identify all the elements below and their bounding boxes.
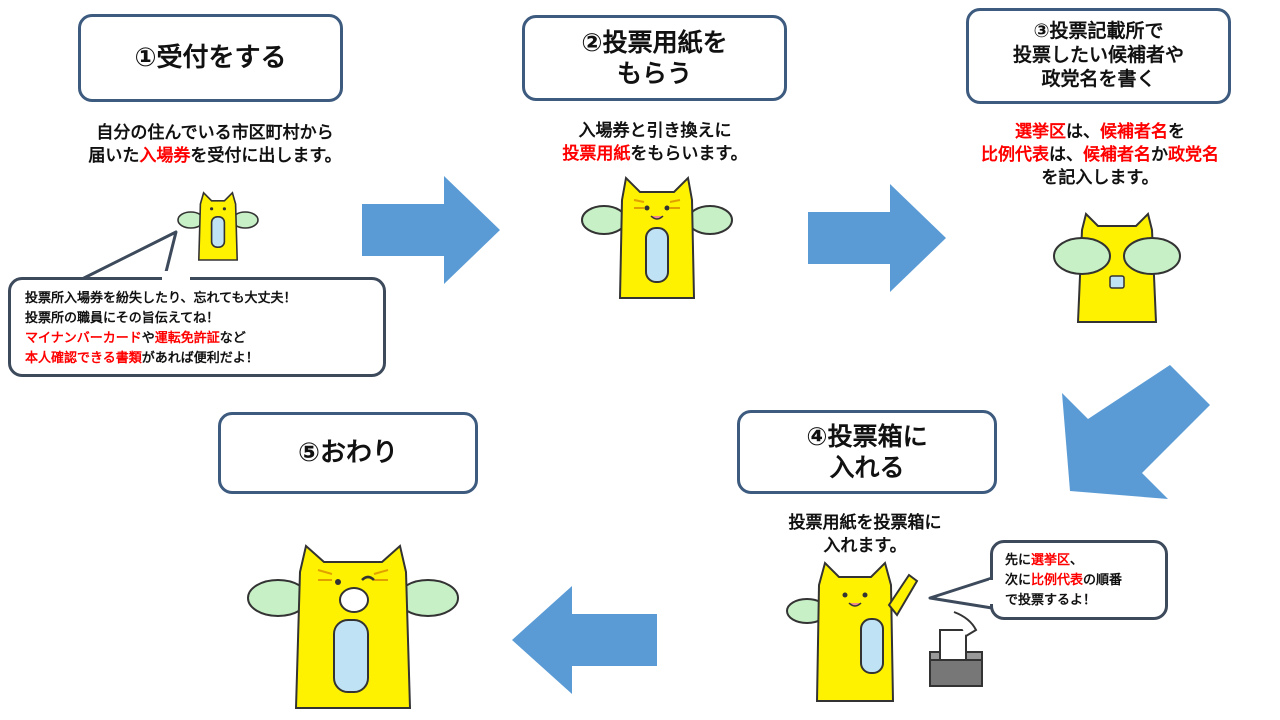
bubble2-l1a: 先に [1005,553,1032,568]
step4-box: ④投票箱に 入れる [737,410,997,494]
mascot-step3-icon [1053,212,1181,323]
mascot-step1-icon [177,191,259,261]
step1-desc-line1: 自分の住んでいる市区町村から [96,123,334,143]
bubble1-tail [79,230,178,282]
mascot-step4-icon [786,561,919,702]
step3-desc-district: 選挙区 [1015,122,1066,142]
bubble2-tail [928,576,993,610]
step4-title-line1: ④投票箱に [806,421,928,451]
step2-desc-line2b: をもらいます。 [630,143,748,164]
step3-desc-l1b: を [1168,122,1185,142]
mascot-step5-icon [247,544,459,709]
step2-box: ②投票用紙を もらう [522,15,787,101]
step3-desc-l1a: は、 [1066,122,1100,142]
step2-title-line2: もらう [616,59,692,88]
arrow-right-1 [362,176,500,284]
bubble1-l4a: があれば便利だよ！ [141,351,259,367]
step1-desc-ticket: 入場券 [139,145,191,166]
step3-desc-candidate: 候補者名 [1100,122,1168,142]
bubble1-line2: 投票所の職員にその旨伝えてね！ [25,311,220,327]
step3-desc-proportional: 比例代表 [981,144,1049,165]
step3-box: ③投票記載所で 投票したい候補者や 政党名を書く [966,8,1231,104]
step5-box: ⑤おわり [218,412,478,494]
step1-desc-line2a: 届いた [88,145,140,166]
step3-title-line3: 政党名を書く [1041,67,1156,90]
step5-title: ⑤おわり [297,437,398,468]
bubble2-l1b: 、 [1070,553,1084,568]
step2-desc-ballot: 投票用紙 [562,143,631,164]
step3-desc-candidate2: 候補者名 [1083,144,1151,165]
bubble2-line3: で投票するよ！ [1005,593,1097,609]
step2-title-line1: ②投票用紙を [581,27,728,57]
step3-description: 選挙区は、候補者名を 比例代表は、候補者名か政党名 を記入します。 [945,121,1255,190]
speech-bubble-ticket: 投票所入場券を紛失したり、忘れても大丈夫！ 投票所の職員にその旨伝えてね！ マイ… [8,277,386,377]
bubble1-license: 運転免許証 [154,331,220,347]
bubble2-district: 選挙区 [1031,553,1071,568]
step1-box: ①受付をする [78,14,343,102]
bubble1-id-docs: 本人確認できる書類 [25,351,142,367]
bubble1-l3b: など [219,331,246,347]
bubble1-l3a: や [141,331,155,347]
arrow-left [512,586,657,694]
step2-desc-line1: 入場券と引き換えに [578,121,732,141]
step3-desc-line3: を記入します。 [1041,167,1159,188]
step1-description: 自分の住んでいる市区町村から 届いた入場券を受付に出します。 [60,122,370,168]
bubble1-mynumber: マイナンバーカード [25,331,142,347]
bubble1-line1: 投票所入場券を紛失したり、忘れても大丈夫！ [25,291,297,306]
step3-desc-l2a: は、 [1049,144,1083,165]
step3-desc-party: 政党名 [1168,144,1219,165]
step3-title-line2: 投票したい候補者や [1012,44,1184,67]
ballot-box-icon [929,611,983,687]
bubble2-proportional: 比例代表 [1031,573,1084,589]
step4-desc-line1: 投票用紙を投票箱に [788,513,942,533]
step3-desc-l2b: か [1151,144,1168,165]
step1-desc-line2b: を受付に出します。 [190,145,342,166]
step4-title-line2: 入れる [829,453,905,482]
step1-title: ①受付をする [134,42,287,73]
bubble2-l2b: の順番 [1083,573,1123,589]
bubble2-l2a: 次に [1005,573,1032,589]
arrow-right-2 [808,184,946,292]
step4-desc-line2: 入れます。 [823,535,907,556]
step2-description: 入場券と引き換えに 投票用紙をもらいます。 [505,120,805,166]
bubble2-tail-cover [989,580,995,604]
speech-bubble-order: 先に選挙区、 次に比例代表の順番 で投票するよ！ [990,540,1168,620]
arrow-down-left [1062,365,1210,499]
bubble1-tail-cover [162,271,190,283]
mascot-step2-icon [581,175,733,299]
step4-description: 投票用紙を投票箱に 入れます。 [720,512,1010,558]
step3-title-line1: ③投票記載所で [1033,20,1164,43]
